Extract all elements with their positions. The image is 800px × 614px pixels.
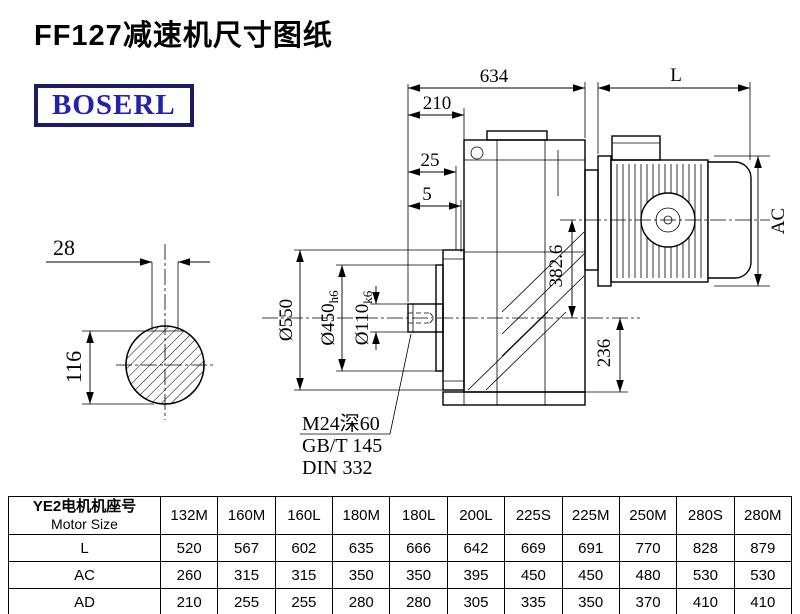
col-header: 180M — [332, 496, 391, 535]
table-cell: 879 — [733, 534, 793, 562]
dim-L-label: L — [670, 65, 682, 86]
table-row: AD 210 255 255 280 280 305 335 350 370 4… — [8, 588, 793, 614]
dim-634-label: 634 — [480, 66, 509, 87]
table-cell: 450 — [504, 561, 563, 589]
motor-side-view — [262, 135, 770, 319]
dia-550-label: Ø550 — [276, 299, 297, 341]
row-label: AD — [8, 588, 161, 614]
dim-5-label: 5 — [422, 184, 432, 205]
note-thread: M24深60 — [302, 412, 380, 435]
dim-116-label: 116 — [61, 351, 86, 383]
table-cell: 530 — [676, 561, 735, 589]
dim-25-label: 25 — [421, 150, 440, 171]
row-label: L — [8, 534, 161, 562]
table-cell: 315 — [274, 561, 334, 589]
table-cell: 305 — [446, 588, 506, 614]
dim-AC-label: AC — [768, 208, 789, 234]
col-header: 225M — [561, 496, 620, 535]
table-cell: 669 — [504, 534, 563, 562]
table-cell: 770 — [618, 534, 678, 562]
table-cell: 335 — [504, 588, 563, 614]
technical-drawing: 28 116 — [46, 65, 789, 479]
col-header: 250M — [618, 496, 678, 535]
table-cell: 480 — [618, 561, 678, 589]
col-header: 280M — [733, 496, 793, 535]
col-header: 132M — [159, 496, 219, 535]
table-cell: 280 — [389, 588, 448, 614]
table-cell: 567 — [217, 534, 276, 562]
table-cell: 210 — [159, 588, 219, 614]
brand-logo-text: BOSERL — [52, 89, 176, 121]
col-header: 225S — [504, 496, 563, 535]
table-cell: 450 — [561, 561, 620, 589]
col-header: 180L — [389, 496, 448, 535]
row-label: AC — [8, 561, 161, 589]
table-cell: 350 — [389, 561, 448, 589]
table-cell: 255 — [217, 588, 276, 614]
dimension-table: YE2电机机座号 Motor Size 132M 160M 160L 180M … — [8, 496, 793, 614]
note-din-standard: DIN 332 — [302, 457, 373, 479]
table-cell: 635 — [332, 534, 391, 562]
dim-236-label: 236 — [594, 339, 615, 368]
table-header-row: YE2电机机座号 Motor Size 132M 160M 160L 180M … — [8, 496, 793, 535]
table-cell: 395 — [446, 561, 506, 589]
dim-210-label: 210 — [423, 93, 452, 114]
motor-size-header: YE2电机机座号 Motor Size — [8, 496, 161, 535]
dimension-annotations: 634 L 210 25 5 Ø550 Ø450h6 Ø110k6 382.6 … — [276, 65, 789, 393]
col-header: 160L — [274, 496, 334, 535]
col-header: 200L — [446, 496, 506, 535]
table-cell: 260 — [159, 561, 219, 589]
table-cell: 530 — [733, 561, 793, 589]
table-cell: 315 — [217, 561, 276, 589]
table-cell: 520 — [159, 534, 219, 562]
table-cell: 828 — [676, 534, 735, 562]
shaft-notes: M24深60 GB/T 145 DIN 332 — [300, 333, 412, 479]
table-cell: 642 — [446, 534, 506, 562]
table-cell: 410 — [676, 588, 735, 614]
dia-110-label: Ø110k6 — [352, 290, 375, 345]
dia-450-label: Ø450h6 — [318, 290, 341, 346]
table-cell: 666 — [389, 534, 448, 562]
table-cell: 350 — [561, 588, 620, 614]
table-cell: 602 — [274, 534, 334, 562]
page-title: FF127减速机尺寸图纸 — [34, 20, 333, 52]
table-cell: 255 — [274, 588, 334, 614]
dim-28-label: 28 — [53, 235, 75, 260]
table-row: AC 260 315 315 350 350 395 450 450 480 5… — [8, 561, 793, 589]
note-gb-standard: GB/T 145 — [302, 435, 382, 457]
brand-logo: BOSERL — [34, 84, 194, 127]
motor-size-header-en: Motor Size — [51, 516, 118, 532]
table-cell: 370 — [618, 588, 678, 614]
table-row: L 520 567 602 635 666 642 669 691 770 82… — [8, 534, 793, 562]
table-cell: 410 — [733, 588, 793, 614]
dim-382-label: 382.6 — [546, 245, 567, 288]
motor-size-header-cn: YE2电机机座号 — [32, 498, 137, 515]
table-cell: 691 — [561, 534, 620, 562]
table-cell: 280 — [332, 588, 391, 614]
shaft-end-view: 28 116 — [46, 235, 214, 420]
col-header: 280S — [676, 496, 735, 535]
col-header: 160M — [217, 496, 276, 535]
table-cell: 350 — [332, 561, 391, 589]
